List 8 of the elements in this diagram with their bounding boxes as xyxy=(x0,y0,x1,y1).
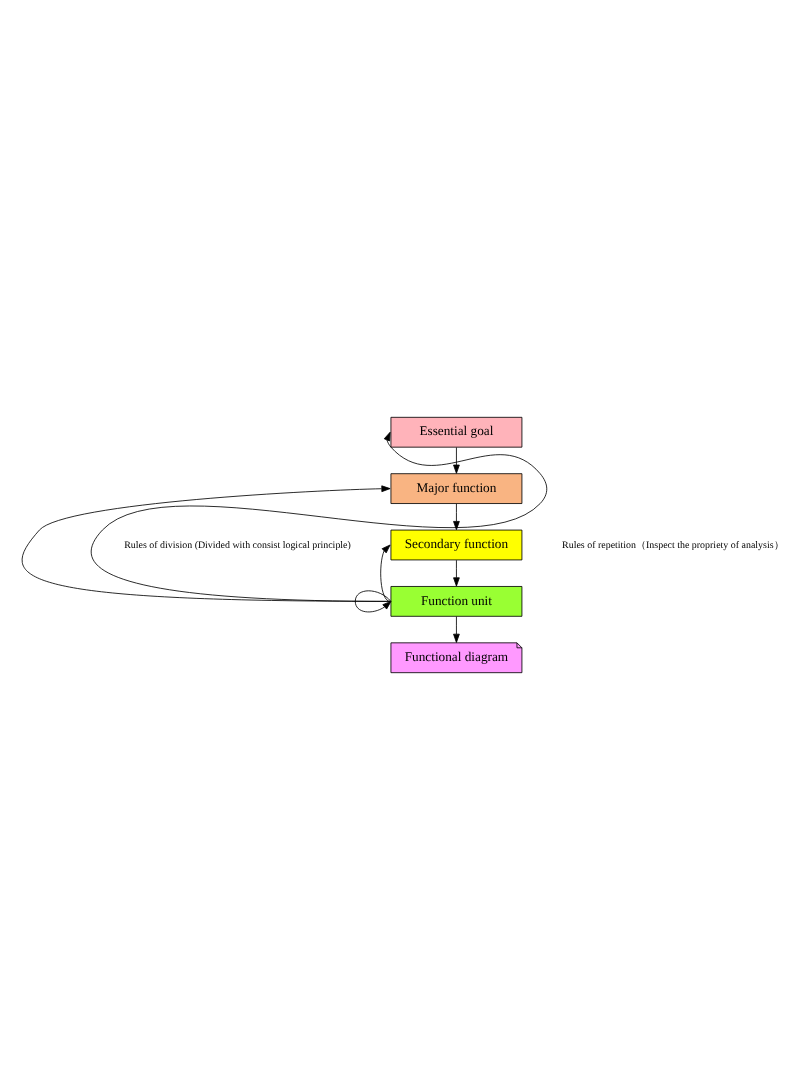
arrow xyxy=(354,589,392,612)
arrow xyxy=(453,558,460,586)
arrow xyxy=(453,615,460,642)
arrow xyxy=(21,484,391,601)
arrow xyxy=(90,430,548,601)
arrow xyxy=(380,543,391,601)
arrow xyxy=(453,502,460,530)
arrow xyxy=(453,446,460,473)
